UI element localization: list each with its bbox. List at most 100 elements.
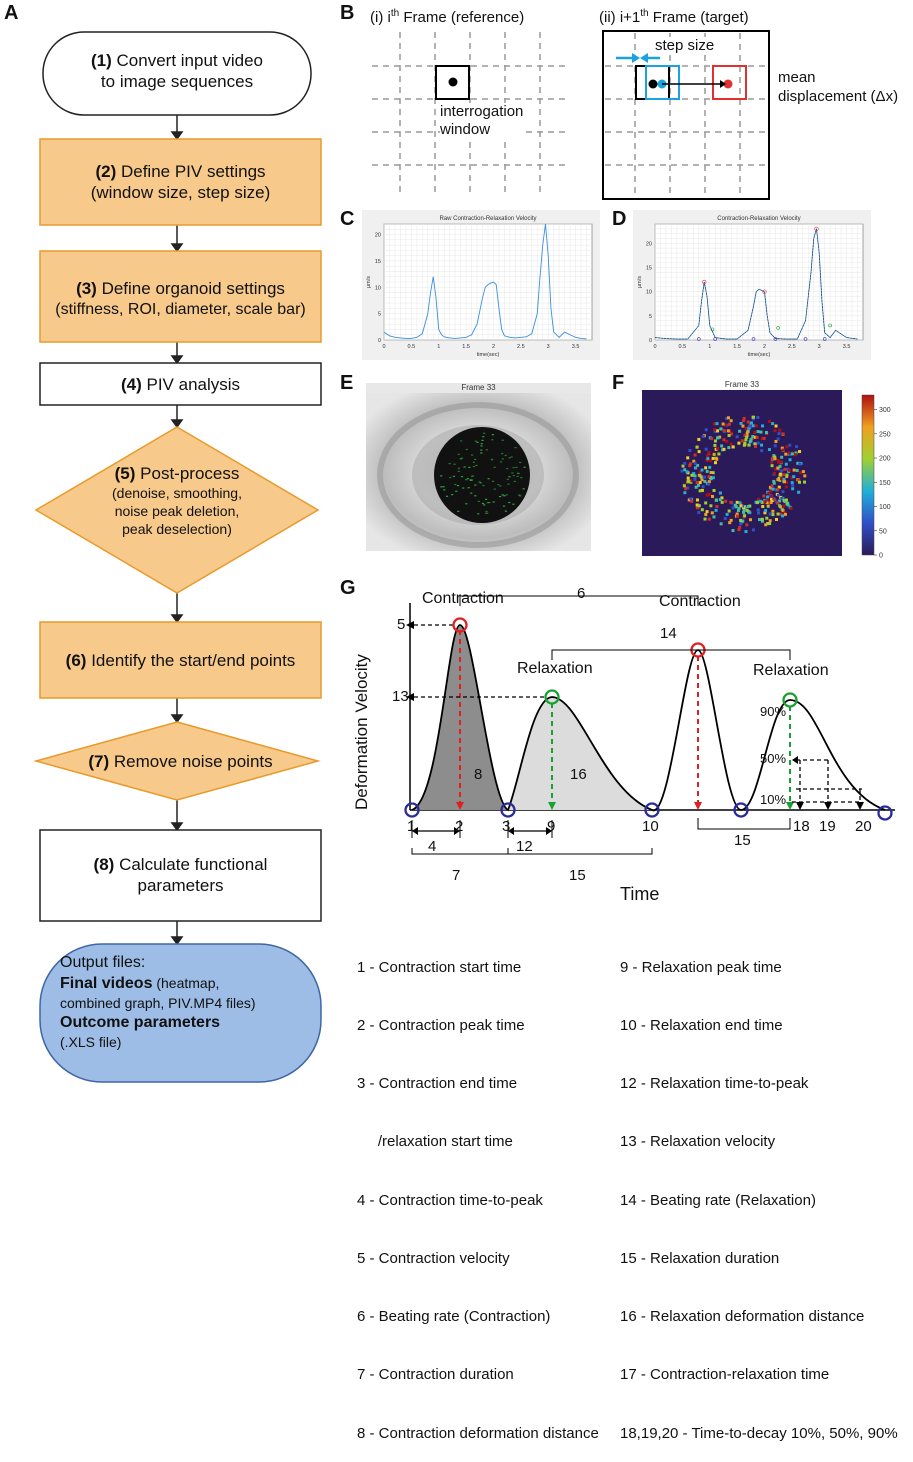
vector-speck bbox=[505, 494, 508, 496]
heat-speck bbox=[768, 522, 772, 526]
heat-speck bbox=[729, 500, 733, 504]
vector-speck bbox=[512, 467, 515, 469]
heat-speck bbox=[713, 428, 717, 432]
y-tick-label: 0 bbox=[649, 338, 652, 344]
organoid-image bbox=[366, 393, 591, 551]
heat-speck bbox=[769, 500, 773, 504]
heat-speck bbox=[745, 433, 749, 437]
heat-speck bbox=[700, 488, 704, 492]
x-tick-label: 0.5 bbox=[679, 344, 687, 350]
heat-speck bbox=[771, 422, 775, 426]
heatmap-vectors bbox=[680, 415, 807, 534]
heat-speck bbox=[781, 514, 785, 518]
heat-speck bbox=[690, 499, 694, 503]
mean-line1: mean bbox=[778, 69, 816, 86]
flowchart-shapes bbox=[33, 31, 322, 1083]
x-axis-label: time(sec) bbox=[477, 352, 500, 358]
heat-speck bbox=[759, 499, 763, 503]
heat-speck bbox=[782, 473, 786, 477]
heat-speck bbox=[735, 435, 739, 439]
heat-speck bbox=[744, 426, 748, 430]
vector-speck bbox=[463, 466, 466, 468]
heat-speck bbox=[704, 513, 708, 517]
vector-speck bbox=[460, 476, 464, 478]
vector-speck bbox=[487, 501, 491, 504]
heat-speck bbox=[788, 452, 792, 456]
vector-speck bbox=[449, 476, 452, 479]
heat-speck bbox=[771, 487, 775, 491]
colorbar-tick-label: 100 bbox=[879, 504, 891, 511]
heat-speck bbox=[729, 442, 733, 446]
heat-speck bbox=[770, 484, 774, 488]
heat-speck bbox=[718, 435, 722, 439]
start-end-marker bbox=[696, 337, 701, 341]
g-label-6: 6 bbox=[577, 585, 586, 602]
heat-speck bbox=[739, 522, 743, 526]
vector-speck bbox=[474, 484, 477, 486]
heat-speck bbox=[754, 445, 758, 449]
output-combined: combined graph, PIV.MP4 files) bbox=[60, 995, 256, 1011]
step5-num: (5) bbox=[114, 464, 136, 483]
heat-speck bbox=[742, 416, 746, 420]
heat-speck bbox=[728, 521, 732, 525]
step8-line1: Calculate functional bbox=[119, 855, 268, 874]
vector-speck bbox=[469, 479, 472, 481]
step3-line1: Define organoid settings bbox=[101, 279, 285, 298]
heat-speck bbox=[779, 460, 783, 464]
g-relaxation-1: Relaxation bbox=[517, 660, 593, 677]
heat-speck bbox=[777, 432, 781, 436]
step6-line1: Identify the start/end points bbox=[91, 651, 296, 670]
heat-speck bbox=[788, 458, 792, 462]
heat-speck bbox=[793, 453, 797, 457]
heat-speck bbox=[717, 452, 721, 456]
heat-speck bbox=[707, 451, 711, 455]
piv-diagram bbox=[372, 30, 770, 200]
g-x-10: 10 bbox=[642, 818, 659, 835]
heat-speck bbox=[706, 482, 710, 486]
heat-speck bbox=[710, 511, 714, 515]
heat-speck bbox=[773, 444, 777, 448]
g-relaxation-2: Relaxation bbox=[753, 662, 829, 679]
step8-text: (8) Calculate functional parameters bbox=[40, 854, 321, 896]
heat-speck bbox=[722, 438, 726, 442]
step5-line1: Post-process bbox=[140, 464, 240, 483]
heat-speck bbox=[695, 498, 699, 502]
panel-letter-c: C bbox=[340, 208, 355, 230]
heat-speck bbox=[790, 452, 794, 456]
g-label-8: 8 bbox=[474, 766, 483, 783]
vector-speck bbox=[470, 475, 474, 478]
vector-speck bbox=[466, 478, 469, 480]
heat-speck bbox=[702, 475, 706, 479]
heat-speck bbox=[747, 426, 751, 430]
heat-speck bbox=[741, 504, 745, 508]
heat-speck bbox=[786, 503, 790, 507]
step4-shape bbox=[39, 362, 322, 406]
heat-speck bbox=[748, 424, 752, 428]
g-x-19: 19 bbox=[819, 818, 836, 835]
heat-speck bbox=[726, 416, 730, 420]
y-tick-label: 15 bbox=[375, 259, 381, 265]
vector-speck bbox=[499, 496, 502, 498]
heat-speck bbox=[792, 468, 796, 472]
legend-item: 1 - Contraction start time bbox=[357, 958, 522, 976]
heat-speck bbox=[770, 464, 774, 468]
heat-speck bbox=[713, 439, 717, 443]
vector-speck bbox=[506, 478, 509, 480]
panel-letter-a: A bbox=[4, 2, 19, 24]
vector-speck bbox=[491, 480, 495, 482]
vector-speck bbox=[512, 475, 515, 477]
heat-speck bbox=[704, 447, 708, 451]
heat-speck bbox=[709, 470, 713, 474]
heat-speck bbox=[683, 491, 687, 495]
chart-title: Raw Contraction-Relaxation Velocity bbox=[439, 216, 536, 222]
step1-line1: Convert input video bbox=[116, 51, 263, 70]
g-label-14: 14 bbox=[660, 625, 677, 642]
heat-speck bbox=[720, 500, 724, 504]
heat-speck bbox=[788, 443, 792, 447]
heat-speck bbox=[760, 437, 764, 441]
heat-speck bbox=[698, 470, 702, 474]
vector-speck bbox=[481, 502, 485, 505]
heat-speck bbox=[737, 441, 741, 445]
vector-speck bbox=[480, 449, 483, 451]
heat-speck bbox=[778, 464, 782, 468]
